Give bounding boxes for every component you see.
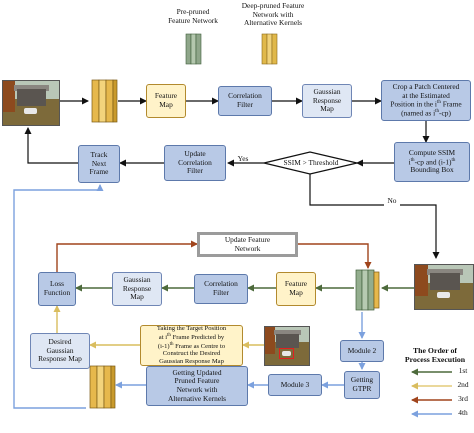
network-kernels-lower-icon — [355, 269, 380, 311]
legend-label-2nd: 2nd — [457, 380, 469, 389]
module-3-box: Module 3 — [268, 374, 322, 396]
network-kernels-bottom-icon — [89, 365, 116, 409]
legend-label-4th: 4th — [458, 408, 468, 417]
legend-label-3rd: 3rd — [458, 394, 468, 403]
decision-label: SSIM > Threshold — [283, 158, 339, 167]
arrow-update-network-to-kernel — [298, 243, 372, 269]
arrow-loss-to-update-network — [56, 240, 198, 272]
crop-patch-box: Crop a Patch Centered at the Estimated P… — [381, 80, 471, 121]
network-kernels-top-icon — [91, 79, 118, 123]
deep-pruned-kernel-icon — [261, 33, 278, 65]
target-bounding-box — [279, 347, 295, 359]
target-position-box: Taking the Target Position at ith Frame … — [140, 325, 243, 366]
next-frame-image — [414, 264, 474, 310]
input-frame-image — [2, 80, 60, 126]
legend-label-1st: 1st — [458, 366, 468, 375]
arrow-kernel-to-track — [13, 184, 104, 409]
module-2-box: Module 2 — [340, 340, 384, 362]
decision-diamond — [263, 151, 358, 175]
no-label: No — [384, 196, 400, 206]
arrow-track-to-image — [24, 127, 78, 164]
yes-label: Yes — [237, 154, 249, 163]
compute-ssim-box: Compute SSIM ith-cp and (i-1)th Bounding… — [394, 142, 470, 182]
pre-pruned-kernel-icon — [185, 33, 202, 65]
arrow-decision-no — [309, 174, 440, 259]
target-frame-image — [264, 326, 310, 366]
